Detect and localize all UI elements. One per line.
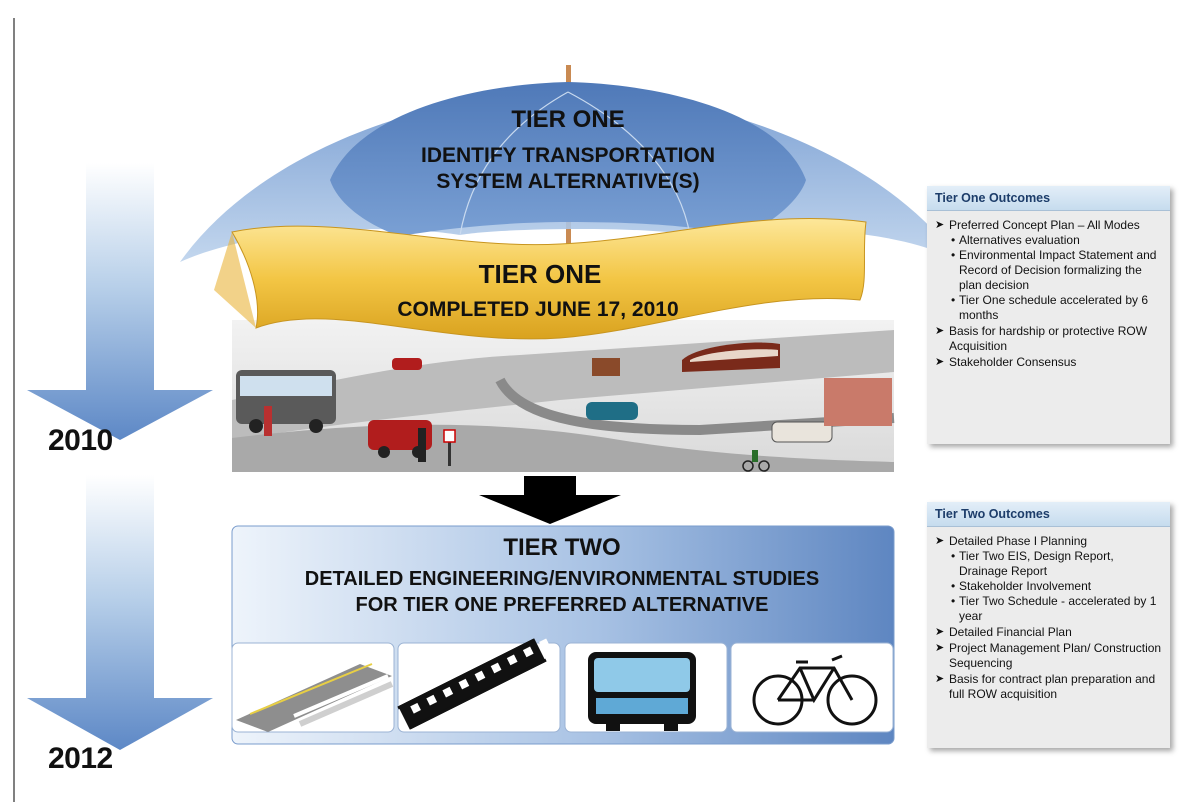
timeline-arrow-2012 bbox=[27, 475, 213, 750]
banner-heading: TIER ONE bbox=[479, 259, 602, 289]
bus-illustration bbox=[236, 370, 336, 433]
building-illustration bbox=[824, 378, 892, 426]
highway-icon bbox=[236, 663, 394, 732]
pedestrian-illustration bbox=[264, 406, 272, 436]
transportation-scene-illustration bbox=[232, 320, 895, 472]
tier-two-heading: TIER TWO bbox=[503, 534, 620, 561]
umbrella-heading: TIER ONE bbox=[511, 106, 624, 133]
tier-two-outcomes-title: Tier Two Outcomes bbox=[927, 502, 1170, 527]
outcome-item: Basis for hardship or protective ROW Acq… bbox=[935, 324, 1162, 354]
banner-subtitle: COMPLETED JUNE 17, 2010 bbox=[397, 298, 678, 321]
bus-stop-sign bbox=[448, 440, 451, 466]
light-rail-illustration bbox=[682, 342, 780, 372]
outcome-item: Project Management Plan/ Construction Se… bbox=[935, 641, 1162, 671]
tier-one-outcomes-panel: Tier One Outcomes Preferred Concept Plan… bbox=[927, 186, 1170, 444]
tier-two-line-2: FOR TIER ONE PREFERRED ALTERNATIVE bbox=[356, 594, 769, 616]
small-car-illustration bbox=[392, 358, 422, 370]
outcome-item: Basis for contract plan preparation and … bbox=[935, 672, 1162, 702]
umbrella-rib bbox=[567, 91, 691, 236]
truck-illustration bbox=[592, 358, 620, 376]
outcome-subitem: Stakeholder Involvement bbox=[935, 579, 1162, 594]
outcome-item: Detailed Phase I Planning bbox=[935, 534, 1162, 549]
pedestrian-illustration bbox=[418, 428, 426, 462]
white-suv-illustration bbox=[771, 421, 833, 443]
tier-two-outcomes-panel: Tier Two Outcomes Detailed Phase I Plann… bbox=[927, 502, 1170, 748]
tier-two-line-1: DETAILED ENGINEERING/ENVIRONMENTAL STUDI… bbox=[305, 568, 819, 590]
outcome-subitem: Environmental Impact Statement and Recor… bbox=[935, 248, 1162, 293]
umbrella-canopy-inner bbox=[330, 82, 806, 236]
tier-two-outcomes-list: Detailed Phase I PlanningTier Two EIS, D… bbox=[927, 527, 1170, 708]
outcome-item: Detailed Financial Plan bbox=[935, 625, 1162, 640]
bus-stop-sign-plate bbox=[443, 429, 456, 443]
outcome-subitem: Alternatives evaluation bbox=[935, 233, 1162, 248]
cyclist-illustration bbox=[742, 450, 770, 472]
bus-icon bbox=[588, 652, 696, 731]
railroad-track-icon bbox=[397, 638, 550, 730]
year-label-2010: 2010 bbox=[48, 424, 113, 457]
umbrella-rib bbox=[459, 91, 569, 236]
bicycle-icon bbox=[752, 654, 878, 726]
timeline-arrow-2010 bbox=[27, 163, 213, 440]
umbrella-line-1: IDENTIFY TRANSPORTATION bbox=[421, 144, 715, 167]
outcome-subitem: Tier Two EIS, Design Report, Drainage Re… bbox=[935, 549, 1162, 579]
tier-one-outcomes-title: Tier One Outcomes bbox=[927, 186, 1170, 211]
teal-car-illustration bbox=[586, 402, 638, 420]
outcome-item: Stakeholder Consensus bbox=[935, 355, 1162, 370]
umbrella-line-2: SYSTEM ALTERNATIVE(S) bbox=[436, 170, 699, 193]
outcome-subitem: Tier Two Schedule - accelerated by 1 yea… bbox=[935, 594, 1162, 624]
year-label-2012: 2012 bbox=[48, 742, 113, 775]
tier-transition-arrow bbox=[479, 476, 621, 524]
outcome-subitem: Tier One schedule accelerated by 6 month… bbox=[935, 293, 1162, 323]
outcome-item: Preferred Concept Plan – All Modes bbox=[935, 218, 1162, 233]
tier-one-completed-banner bbox=[214, 217, 867, 340]
tier-one-outcomes-list: Preferred Concept Plan – All ModesAltern… bbox=[927, 211, 1170, 376]
